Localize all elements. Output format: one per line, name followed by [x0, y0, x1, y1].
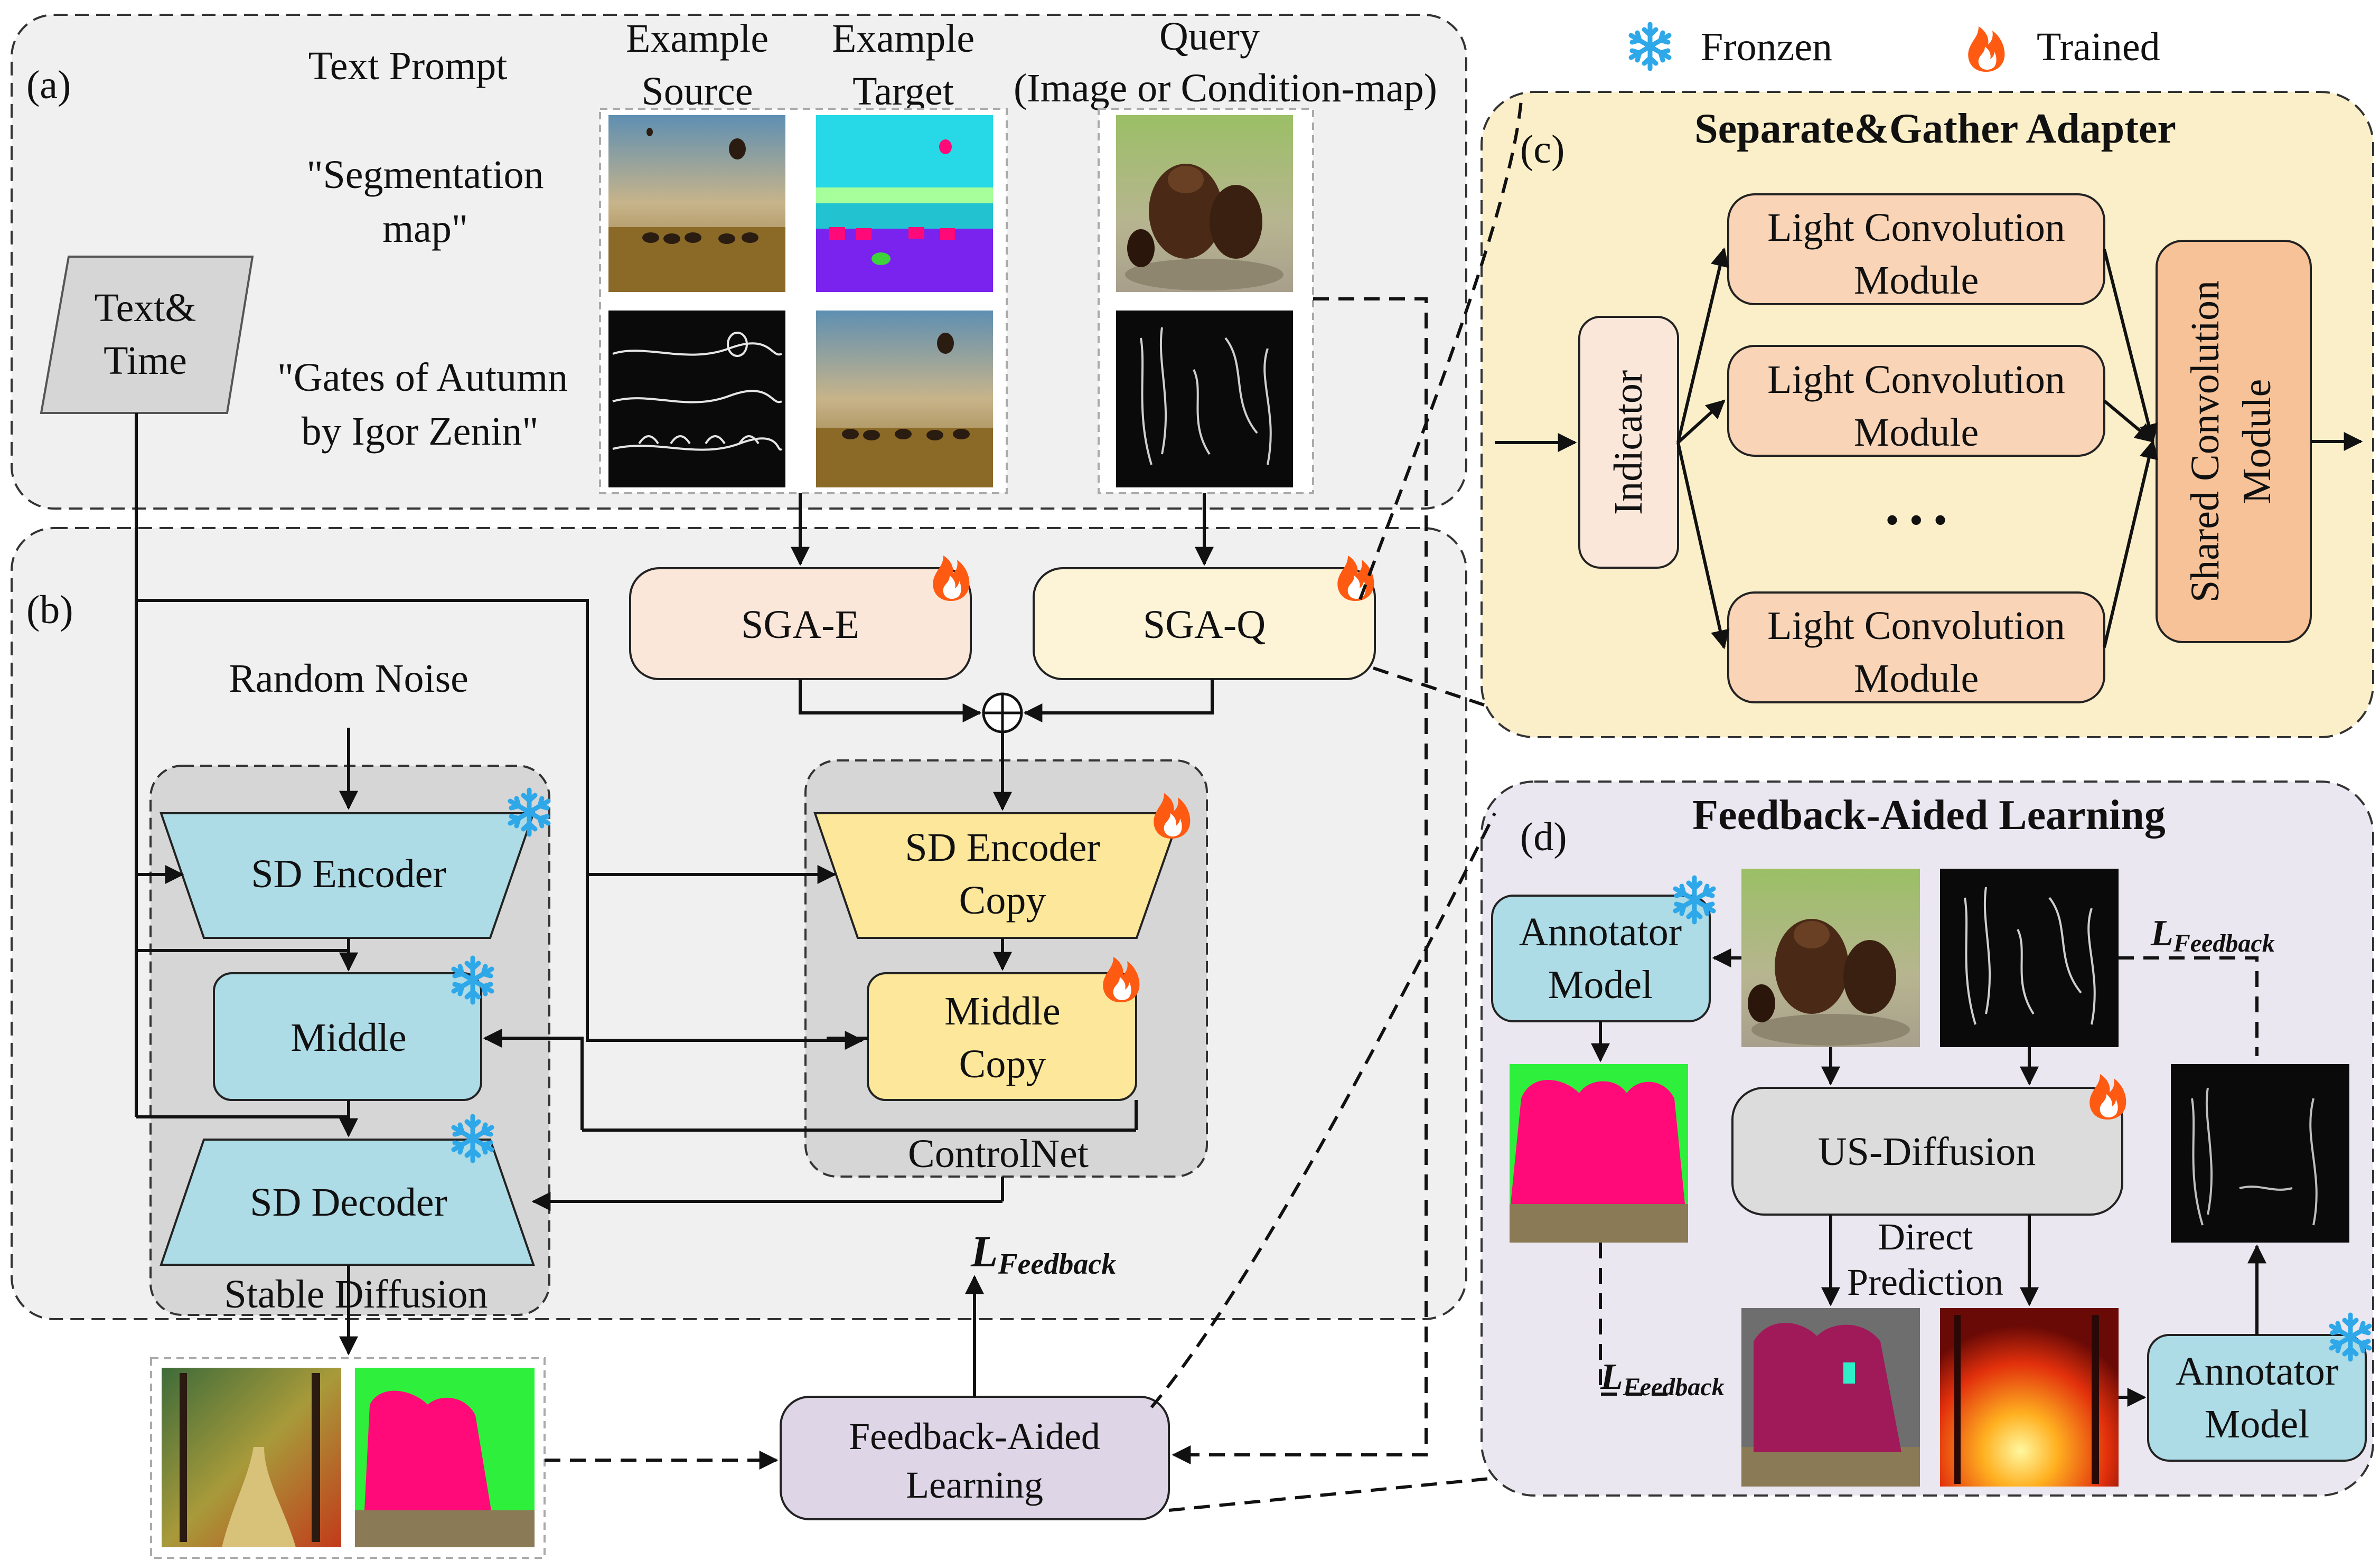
legend: Fronzen Trained: [1631, 24, 2160, 72]
balloon-source-image: [608, 115, 785, 292]
shared-conv-line-1: Shared Convolution: [2183, 280, 2227, 603]
dashed-connectors: [545, 100, 2259, 1512]
light-conv-2-line-1: Light Convolution: [1767, 358, 2065, 402]
panel-b: (b) Random Noise Stable Diffusion SD Enc…: [11, 527, 1467, 1559]
annotator-bottom-line-2: Model: [2205, 1402, 2309, 1446]
legend-trained-label: Trained: [2037, 25, 2160, 69]
middle-label: Middle: [291, 1015, 407, 1060]
d-condition-map: [1940, 869, 2119, 1047]
panel-b-tag: (b): [26, 588, 73, 632]
solid-connectors: [135, 247, 2363, 1407]
shared-conv-line-2: Module: [2235, 379, 2279, 504]
sd-encoder-copy-line-1: SD Encoder: [905, 825, 1100, 870]
sd-encoder-label: SD Encoder: [251, 852, 446, 896]
shared-conv-block: [2156, 240, 2312, 643]
annotator-top-line-1: Annotator: [1519, 910, 1682, 954]
light-conv-2-line-2: Module: [1854, 410, 1979, 455]
example-target-header-2: Target: [852, 69, 954, 114]
feedback-loss-label-d-bottom: LFeedback: [1600, 1357, 1725, 1401]
us-diffusion-block: [1731, 1087, 2123, 1216]
panel-c: (c) Separate&Gather Adapter Indicator Li…: [1481, 91, 2374, 738]
panel-a-tag: (a): [26, 63, 71, 107]
feedback-block-line-1: Feedback-Aided: [849, 1415, 1100, 1457]
light-conv-1-line-2: Module: [1854, 258, 1979, 303]
example-target-header-1: Example: [832, 16, 975, 61]
text-prompt-header: Text Prompt: [308, 44, 508, 88]
query-header-2: (Image or Condition-map): [1014, 66, 1437, 110]
feedback-loss-label-b: LFeedback: [970, 1227, 1116, 1281]
random-noise-label: Random Noise: [229, 656, 468, 701]
query-condition-map: [1116, 311, 1293, 487]
text-time-block: [40, 256, 254, 414]
sd-decoder-label: SD Decoder: [250, 1180, 447, 1225]
annotator-bottom-line-1: Annotator: [2176, 1349, 2338, 1394]
fire-icon: [1968, 26, 2005, 72]
sd-decoder-block: [160, 1139, 535, 1266]
d-annotator-condition-map: [2171, 1064, 2349, 1243]
sga-q-label: SGA-Q: [1143, 603, 1266, 647]
annotator-top-line-2: Model: [1548, 963, 1653, 1007]
snowflake-icon: [1631, 24, 1669, 69]
sd-encoder-copy-block: [813, 812, 1182, 939]
light-conv-3-line-2: Module: [1854, 656, 1979, 701]
indicator-label: Indicator: [1606, 370, 1651, 515]
stable-diffusion-label: Stable Diffusion: [224, 1272, 488, 1316]
feedback-block-line-2: Learning: [906, 1464, 1043, 1506]
balloon-target-image: [816, 311, 993, 487]
sga-q-block: [1033, 567, 1376, 680]
panel-c-tag: (c): [1520, 127, 1564, 172]
light-conv-1-line-1: Light Convolution: [1767, 205, 2065, 250]
middle-copy-line-2: Copy: [959, 1042, 1046, 1086]
prompt-2-line-1: "Gates of Autumn: [277, 355, 568, 400]
balloon-edge-map: [608, 311, 785, 487]
panel-a: (a) Text Prompt Example Source Example T…: [11, 14, 1467, 510]
direct-prediction-line-1: Direct: [1878, 1216, 1973, 1258]
sd-encoder-copy-line-2: Copy: [959, 878, 1046, 923]
middle-copy-line-1: Middle: [944, 989, 1061, 1033]
d-annotator-segmentation: [1510, 1064, 1688, 1243]
panel-d: (d) Feedback-Aided Learning Annotator Mo…: [1481, 780, 2374, 1497]
controlnet-label: ControlNet: [908, 1132, 1089, 1176]
direct-prediction-line-2: Prediction: [1847, 1261, 2003, 1303]
prompt-1-line-1: "Segmentation: [307, 153, 544, 197]
d-bear-image: [1741, 869, 1920, 1047]
panel-c-title: Separate&Gather Adapter: [1694, 106, 2176, 152]
d-predicted-image: [1940, 1308, 2119, 1487]
example-source-header-2: Source: [641, 69, 753, 114]
prompt-1-line-2: map": [382, 206, 468, 251]
light-conv-ellipsis: • • •: [1885, 498, 1947, 542]
legend-frozen-label: Fronzen: [1701, 25, 1832, 69]
sga-e-label: SGA-E: [741, 603, 859, 647]
panel-d-title: Feedback-Aided Learning: [1692, 792, 2166, 839]
output-segmentation-image: [355, 1368, 535, 1547]
balloon-target-segmentation: [816, 115, 993, 292]
query-header-1: Query: [1159, 14, 1260, 59]
sd-encoder-block: [160, 812, 535, 939]
text-time-line-2: Time: [104, 338, 187, 383]
d-predicted-segmentation: [1741, 1308, 1920, 1487]
query-bear-image: [1116, 115, 1293, 292]
output-forest-image: [162, 1368, 341, 1547]
us-diffusion-label: US-Diffusion: [1818, 1130, 2036, 1174]
text-time-line-1: Text&: [94, 286, 196, 330]
prompt-2-line-2: by Igor Zenin": [302, 409, 539, 454]
light-conv-3-line-1: Light Convolution: [1767, 604, 2065, 648]
panel-d-tag: (d): [1520, 815, 1567, 859]
example-source-header-1: Example: [626, 16, 769, 61]
feedback-loss-label-d-top: LFeedback: [2150, 913, 2275, 957]
